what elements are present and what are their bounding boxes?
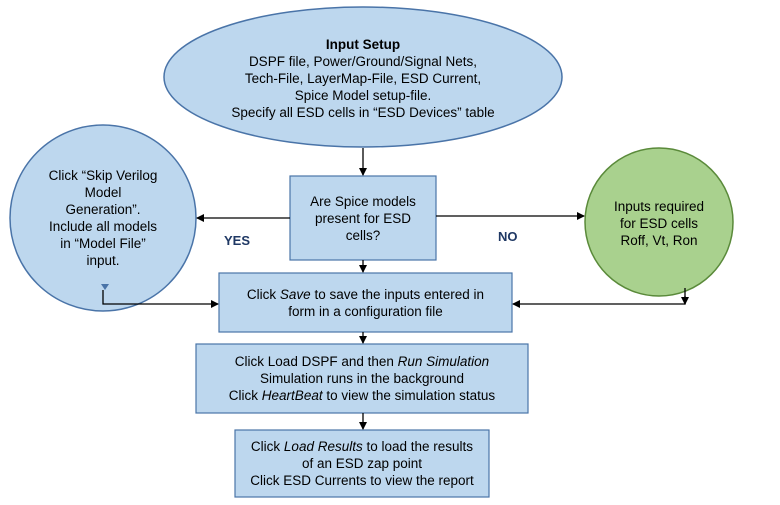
- save-emphasis: Save: [279, 286, 311, 302]
- results-box: [234, 429, 490, 498]
- simulation-emphasis: Run Simulation: [397, 354, 490, 369]
- simulation-text: to view the simulation status: [322, 388, 496, 403]
- results-node: Click Load Results to load the results o…: [235, 430, 489, 497]
- inputs-required-line: Inputs required: [613, 198, 705, 214]
- input-setup-ellipse: [163, 6, 563, 148]
- simulation-text: Click Load DSPF and then: [234, 354, 398, 369]
- input-setup-line: DSPF file, Power/Ground/Signal Nets,: [248, 53, 478, 69]
- decision-box: [289, 175, 437, 261]
- save-box: [218, 272, 513, 333]
- inputs-required-node: Inputs required for ESD cells Roff, Vt, …: [600, 194, 718, 252]
- skip-verilog-line: input.: [86, 253, 120, 268]
- decision-line: cells?: [345, 227, 381, 243]
- inputs-required-line: Roff, Vt, Ron: [620, 232, 698, 248]
- arrow-skip-to-save: [102, 290, 219, 308]
- skip-verilog-line: Include all models: [48, 219, 158, 234]
- simulation-node: Click Load DSPF and then Run Simulation …: [196, 344, 528, 413]
- simulation-emphasis: HeartBeat: [261, 388, 323, 403]
- simulation-line-2: Simulation runs in the background: [259, 371, 465, 386]
- simulation-box: [195, 343, 529, 414]
- decision-line: present for ESD: [314, 210, 412, 226]
- input-setup-line: Spice Model setup-file.: [294, 87, 432, 103]
- skip-verilog-line: Model: [84, 185, 122, 200]
- results-line-3: Click ESD Currents to view the report: [250, 473, 474, 488]
- decision-node: Are Spice models present for ESD cells?: [290, 176, 436, 260]
- save-text: to save the inputs entered in: [310, 286, 485, 302]
- simulation-text: Click: [228, 388, 262, 403]
- simulation-line-1: Click Load DSPF and then Run Simulation: [235, 353, 489, 370]
- results-emphasis: Load Results: [283, 439, 363, 454]
- save-text: Click: [246, 286, 280, 302]
- results-line-2: of an ESD zap point: [301, 456, 423, 471]
- results-line-1: Click Load Results to load the results: [251, 438, 473, 455]
- input-setup-line: Specify all ESD cells in “ESD Devices” t…: [231, 104, 495, 120]
- skip-verilog-line: Generation”.: [65, 202, 141, 217]
- save-node: Click Save to save the inputs entered in…: [219, 273, 512, 332]
- skip-verilog-node: Click “Skip Verilog Model Generation”. I…: [18, 163, 188, 273]
- results-text: Click: [250, 439, 284, 454]
- save-line-2: form in a configuration file: [288, 303, 443, 319]
- yes-label: YES: [224, 233, 251, 248]
- inputs-required-line: for ESD cells: [619, 215, 699, 231]
- save-line-1: Click Save to save the inputs entered in: [247, 286, 484, 303]
- small-marker: [101, 284, 109, 290]
- skip-verilog-line: in “Model File”: [60, 236, 146, 251]
- simulation-line-3: Click HeartBeat to view the simulation s…: [229, 387, 495, 404]
- inputs-required-circle: [584, 147, 734, 297]
- input-setup-node: Input Setup DSPF file, Power/Ground/Sign…: [188, 34, 538, 122]
- input-setup-title: Input Setup: [325, 36, 401, 52]
- decision-line: Are Spice models: [310, 193, 416, 209]
- skip-verilog-line: Click “Skip Verilog: [48, 168, 158, 183]
- input-setup-line: Tech-File, LayerMap-File, ESD Current,: [244, 70, 482, 86]
- results-text: to load the results: [362, 439, 474, 454]
- no-label: NO: [498, 229, 518, 244]
- arrow-inputs-to-save: [512, 296, 686, 308]
